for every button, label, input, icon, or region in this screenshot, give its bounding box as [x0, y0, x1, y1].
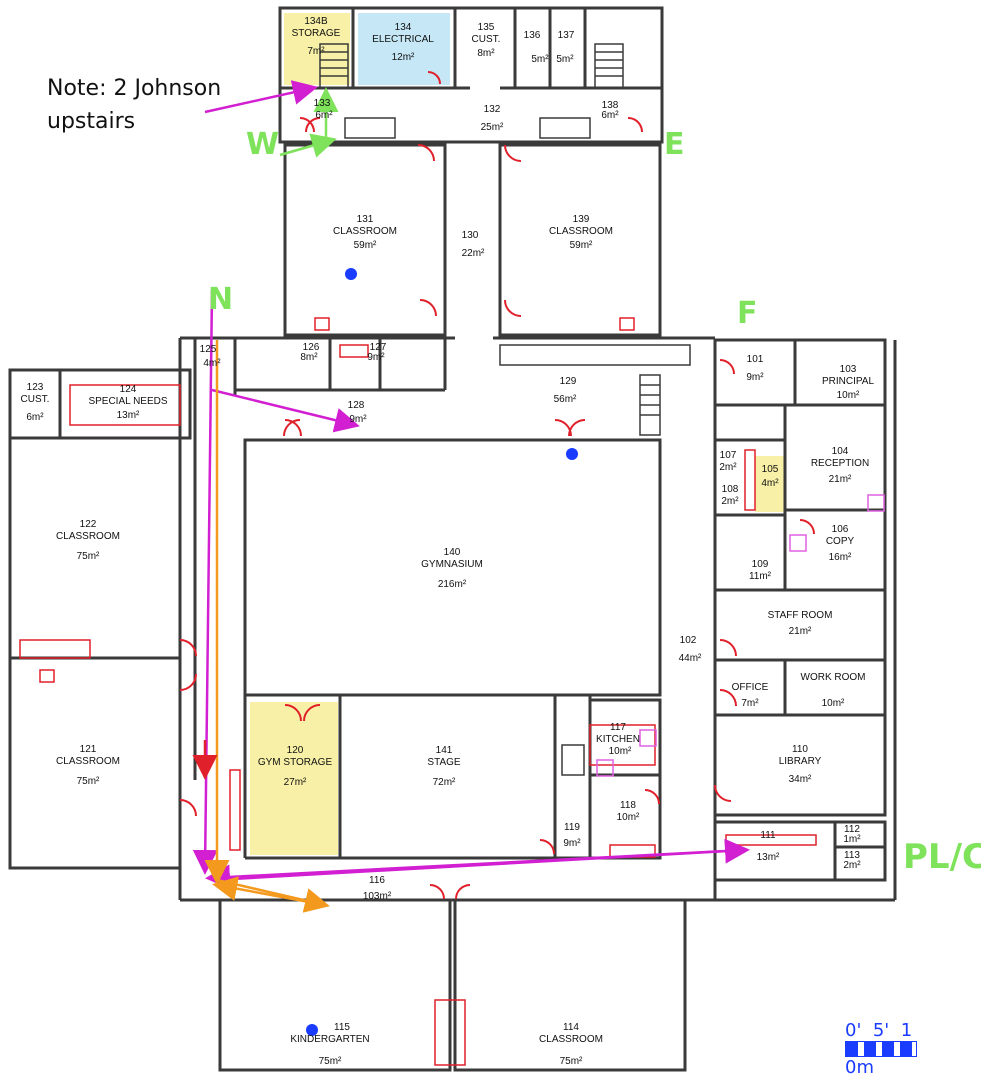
doors	[179, 71, 815, 900]
fixtures	[19, 317, 817, 1066]
scale-bar-graphic	[845, 1041, 917, 1057]
kitchen-counter	[639, 729, 657, 747]
gym-storage-120-fill	[250, 702, 338, 855]
reception-desk	[867, 494, 885, 512]
emergency-marker-129	[566, 448, 578, 460]
scale-label-bottom: 0m	[845, 1057, 874, 1078]
direction-label-w: W	[246, 127, 280, 162]
kitchen-sink	[596, 759, 614, 777]
note-line-2: upstairs	[47, 109, 136, 134]
emergency-marker-115	[306, 1024, 318, 1036]
direction-label-plc: PL/C	[903, 837, 981, 877]
route-arrows	[192, 80, 750, 913]
copy-machine	[789, 534, 807, 552]
storage-134b-fill	[284, 13, 350, 85]
scale-label-top: 0' 5' 1	[845, 1020, 913, 1041]
room-105-fill	[755, 456, 785, 512]
note-line-1: Note: 2 Johnson	[47, 76, 222, 101]
direction-label-n: N	[208, 282, 234, 317]
stairs	[319, 43, 691, 776]
walls	[8, 6, 897, 1072]
scale-bar: 0' 5' 1 0m	[845, 1020, 965, 1078]
emergency-marker-131	[345, 268, 357, 280]
note-text: Note: 2 Johnson upstairs	[47, 72, 221, 138]
direction-label-f: F	[737, 296, 758, 331]
direction-label-e: E	[664, 127, 685, 162]
